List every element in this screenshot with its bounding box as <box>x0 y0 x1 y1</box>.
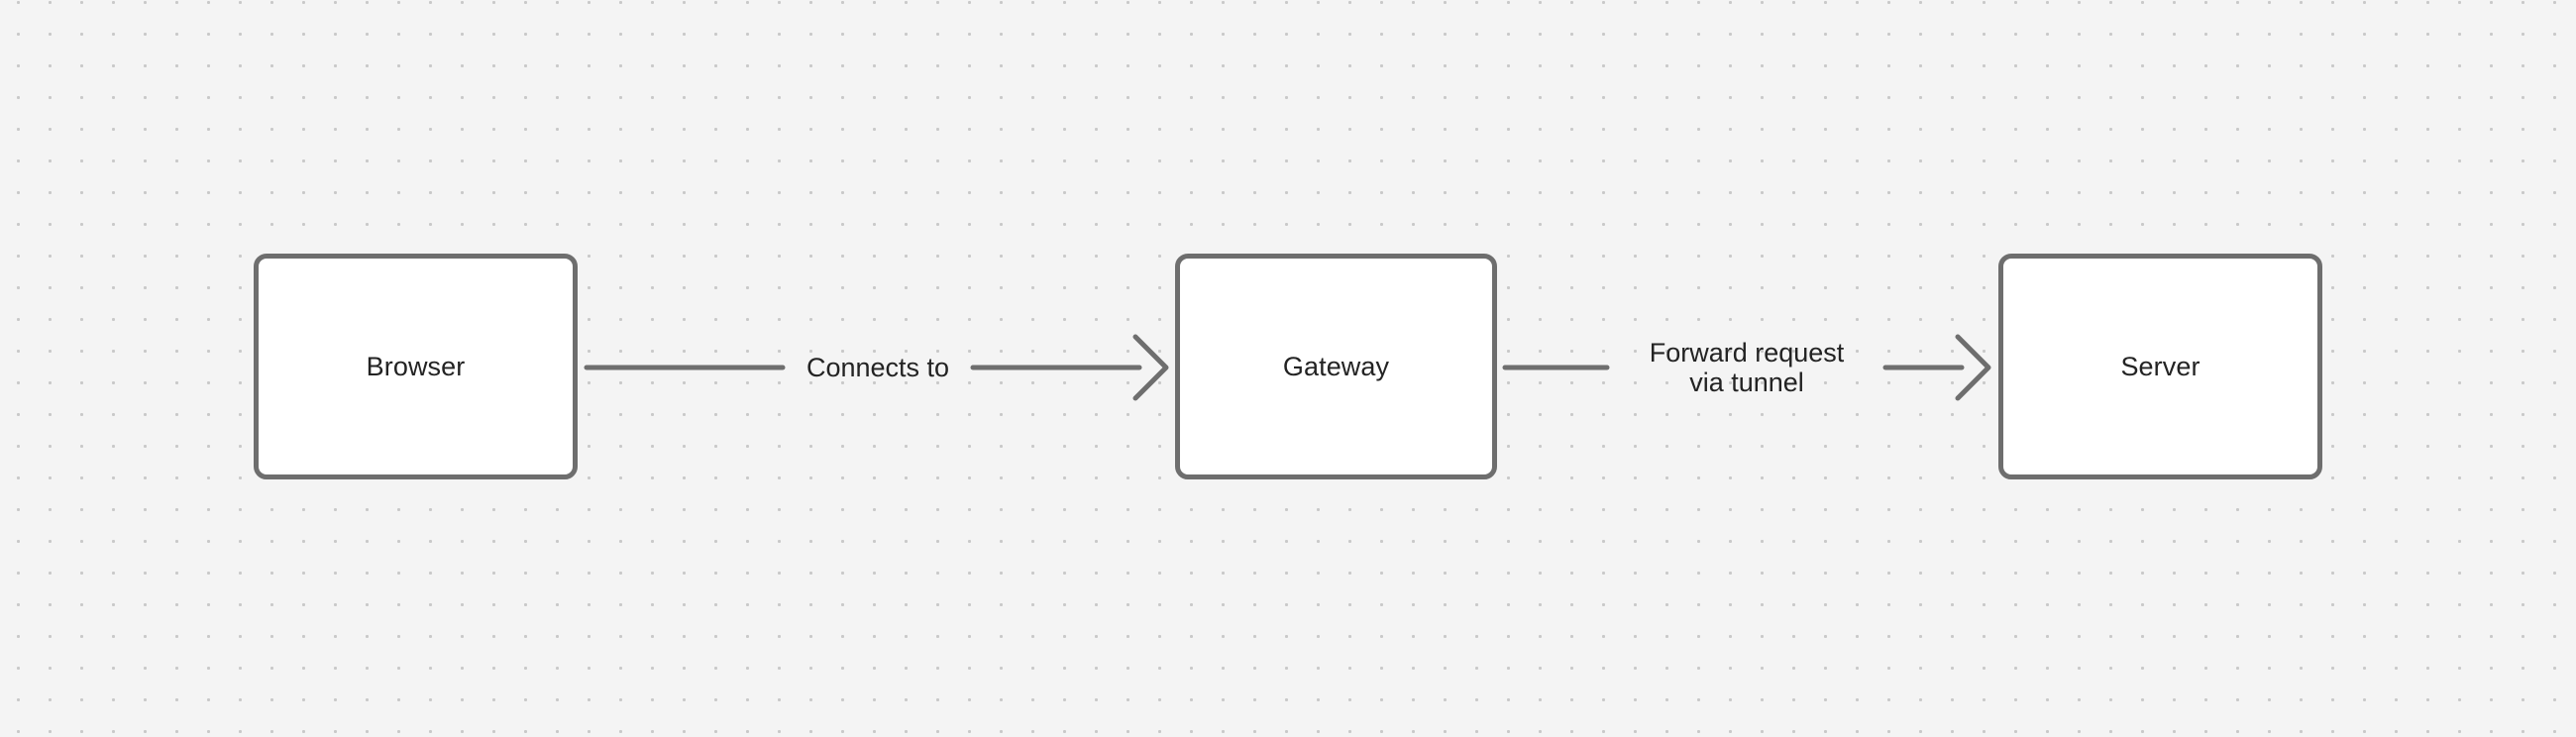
node-gateway[interactable]: Gateway <box>1175 254 1497 479</box>
edge-label-line-2: via tunnel <box>1689 368 1804 397</box>
node-label-server: Server <box>2120 351 2200 381</box>
edge-label-line-1: Connects to <box>805 353 950 382</box>
edge-label-forward-request-via-tunnel: Forward request via tunnel <box>1650 338 1845 397</box>
arrowhead-icon <box>1132 334 1169 401</box>
node-label-browser: Browser <box>366 351 466 381</box>
node-label-gateway: Gateway <box>1282 351 1390 381</box>
edge-label-connects-to: Connects to <box>806 353 949 382</box>
edge-label-line-1: Forward request <box>1649 338 1845 368</box>
node-server[interactable]: Server <box>1998 254 2322 479</box>
arrowhead-icon <box>1955 334 1991 401</box>
node-browser[interactable]: Browser <box>254 254 578 479</box>
